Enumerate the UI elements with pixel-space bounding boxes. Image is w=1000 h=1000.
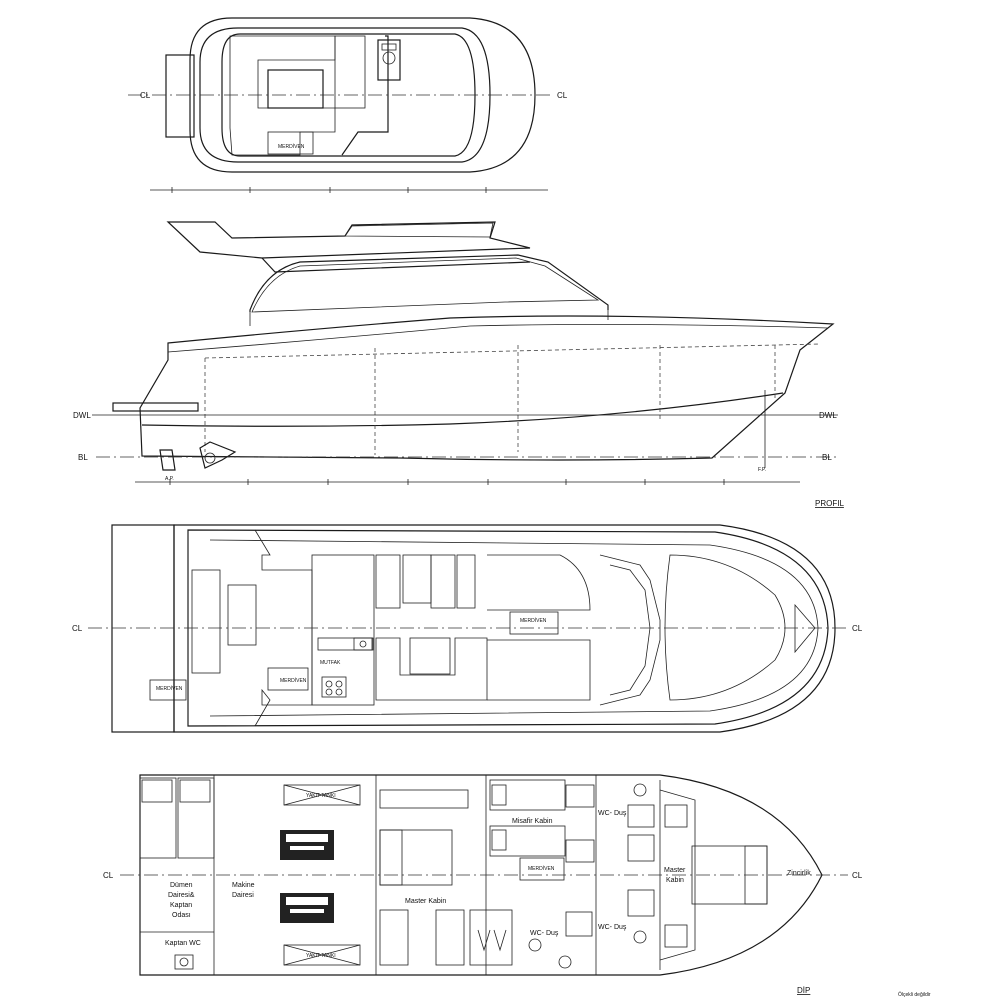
engine-starboard-icon (280, 893, 334, 923)
scale-note: Ölçekli değildir (898, 991, 931, 998)
main-stairs-label-right: MERDİVEN (520, 617, 547, 624)
room-master-aft: Master Kabin (405, 898, 446, 905)
room-helm-line1: Dümen (170, 882, 193, 889)
fp-label: F.P. (758, 467, 766, 473)
lower-stairs-label: MERDİVEN (528, 865, 555, 872)
room-captain-wc: Kaptan WC (165, 940, 201, 947)
profile-title: PROFIL (815, 499, 844, 508)
engine-port-icon (280, 830, 334, 860)
room-engine-line2: Dairesi (232, 892, 254, 899)
fuel-tank-label-bottom: YAKIT TANKI (306, 953, 336, 959)
flybridge-cl-left: CL (140, 91, 151, 100)
room-wc-shower-mid: WC- Duş (598, 924, 627, 931)
bl-label-right: BL (822, 453, 832, 462)
lower-deck-plan: Dümen Dairesi& Kaptan Odası Kaptan WC YA… (103, 774, 931, 998)
flybridge-plan: MERDİVEN CL CL (128, 17, 568, 193)
galley-label: MUTFAK (320, 660, 341, 666)
room-wc-shower-lower: WC- Duş (530, 930, 559, 937)
room-engine-line1: Makine (232, 882, 255, 889)
wc-toilet-icon-4 (558, 955, 572, 969)
dwl-label-left: DWL (73, 411, 91, 420)
main-deck-cl-right: CL (852, 624, 863, 633)
room-helm-line2: Dairesi& (168, 892, 195, 899)
wc-toilet-icon-1 (633, 783, 647, 797)
lower-deck-cl-left: CL (103, 871, 114, 880)
flybridge-cl-right: CL (557, 91, 568, 100)
fuel-tank-label-top: YAKIT TANKI (306, 793, 336, 799)
room-chain-locker: Zincirlik (787, 870, 811, 877)
main-deck-plan: MUTFAK MERDİVEN MERDİVEN MERDİVEN CL CL (72, 524, 863, 733)
bottom-title: DİP (797, 986, 810, 995)
room-master-fwd-line1: Master (664, 867, 686, 874)
wc-toilet-icon-2 (633, 930, 647, 944)
main-stairs-label-left: MERDİVEN (280, 677, 307, 684)
room-guest: Misafir Kabin (512, 818, 553, 825)
room-wc-shower-upper: WC- Duş (598, 810, 627, 817)
room-helm-line3: Kaptan (170, 902, 192, 909)
bl-label-left: BL (78, 453, 88, 462)
room-helm-line4: Odası (172, 912, 191, 919)
helm-seat-icon (377, 39, 401, 81)
wc-toilet-icon-3 (528, 938, 542, 952)
room-master-fwd-line2: Kabin (666, 877, 684, 884)
ap-label: A.P. (165, 476, 174, 482)
lower-deck-cl-right: CL (852, 871, 863, 880)
dwl-label-right: DWL (819, 411, 837, 420)
galley-cooktop-icon (321, 676, 347, 698)
main-deck-cl-left: CL (72, 624, 83, 633)
flybridge-stairs-label: MERDİVEN (278, 143, 305, 150)
profile-view: DWL DWL BL BL A.P. F.P. PROFIL (73, 221, 844, 508)
galley-sink-icon (353, 637, 373, 651)
aft-stairs-label: MERDİVEN (156, 685, 183, 692)
captain-wc-toilet-icon (174, 954, 194, 970)
